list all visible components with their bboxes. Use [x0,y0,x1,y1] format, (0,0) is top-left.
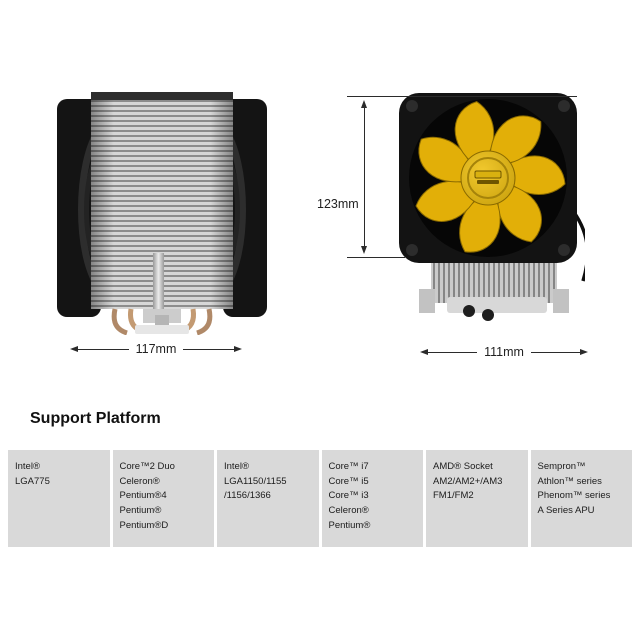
dimension-label-123mm: 123mm [317,197,359,211]
arrow-right-icon [580,349,589,355]
support-platform-table: Intel® LGA775 Core™2 Duo Celeron® Pentiu… [8,450,632,547]
platform-cell-intel-cpus-2: Core™ i7 Core™ i5 Core™ i3 Celeron® Pent… [321,450,423,547]
platform-cell-intel-cpus-1: Core™2 Duo Celeron® Pentium®4 Pentium® P… [112,450,214,547]
support-platform-title: Support Platform [30,410,161,427]
arrow-left-icon [70,346,78,352]
dimension-label-117mm: 117mm [135,342,177,356]
arrow-up-icon [361,100,367,108]
platform-cell-intel-lga775: Intel® LGA775 [8,450,110,547]
heatpipes-and-base [111,253,213,335]
dimension-width-right: 111mm [420,345,589,359]
dimension-height-right [358,100,370,254]
arrow-right-icon [234,346,243,352]
cooler-front-photo [399,93,585,321]
arrow-down-icon [361,246,367,254]
fan-wire [571,209,585,282]
dimension-width-left: 117mm [70,342,243,356]
platform-cell-amd-sockets: AMD® Socket AM2/AM2+/AM3 FM1/FM2 [426,450,528,547]
dimension-label-111mm: 111mm [484,345,524,359]
extension-line-top [347,96,577,97]
hub-logo-icon [474,170,502,184]
platform-cell-amd-cpus: Sempron™ Athlon™ series Phenom™ series A… [530,450,632,547]
cooler-side-photo [57,92,267,335]
fan-blades [408,98,566,259]
extension-line-bottom [347,257,405,258]
arrow-left-icon [420,349,428,355]
heatsink-fin-stack [91,92,233,309]
platform-cell-intel-lga115x: Intel® LGA1150/1155 /1156/1366 [217,450,319,547]
